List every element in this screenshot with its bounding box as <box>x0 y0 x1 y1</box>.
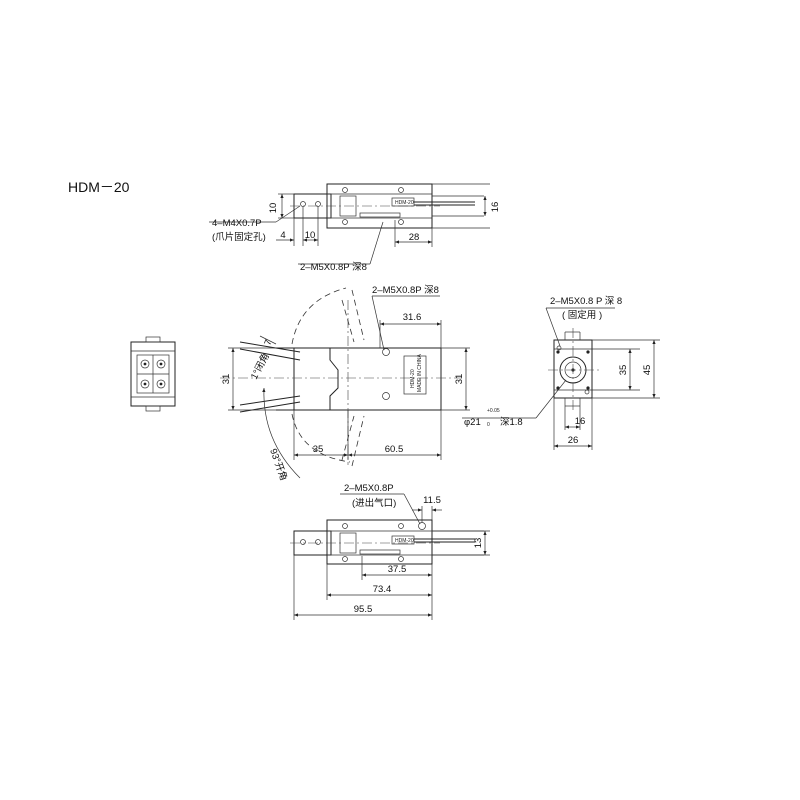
dim-bottom-11-5: 11.5 <box>423 495 441 506</box>
dim-bottom-73-4: 73.4 <box>373 584 392 595</box>
dim-side-16: 16 <box>575 416 586 427</box>
main-closing-angle: 1°闭角 <box>248 351 272 381</box>
side-bore-dia: φ21 <box>464 417 481 428</box>
dim-main-7: 7 <box>262 338 274 347</box>
dim-side-26: 26 <box>568 435 579 446</box>
dim-main-31-right: 31 <box>454 374 465 385</box>
dim-top-10-vertical: 10 <box>268 203 279 214</box>
dim-top-10-horizontal: 10 <box>305 230 316 241</box>
side-port-note: ( 固定用 ) <box>562 309 602 321</box>
bottom-view: HDM-20 2–M5X0.8P (进出气口) 11.5 13 37.5 73.… <box>290 483 490 620</box>
dim-main-31-6: 31.6 <box>403 312 422 323</box>
dim-top-16: 16 <box>490 202 501 213</box>
bottom-port-note: (进出气口) <box>352 497 396 509</box>
top-view: HDM-20 10 4 10 4–M4X0.7P (爪片固定孔) 28 1 <box>209 183 501 273</box>
main-label-plate-2: MADE IN CHINA <box>417 354 423 392</box>
dim-side-35: 35 <box>618 365 629 376</box>
label-plate-top: HDM-20 <box>395 200 414 206</box>
end-view-left <box>130 336 176 412</box>
model-title: HDM－20 <box>68 179 130 195</box>
side-port-label: 2–M5X0.8 P 深 8 <box>550 296 622 307</box>
side-bore-tol-upper: +0.05 <box>487 408 500 414</box>
side-view: 2–M5X0.8 P 深 8 ( 固定用 ) φ21 +0.05 0 深1.8 … <box>462 296 660 450</box>
dim-main-60-5: 60.5 <box>385 444 404 455</box>
main-label-plate-1: HDM-20 <box>410 369 416 388</box>
main-port-label: 2–M5X0.8P 深8 <box>372 285 439 296</box>
side-bore-depth: 深1.8 <box>500 417 523 428</box>
dim-top-4: 4 <box>280 230 285 241</box>
main-opening-angle: 93°开角 <box>267 447 290 482</box>
dim-bottom-37-5: 37.5 <box>388 564 407 575</box>
dim-side-45: 45 <box>642 365 653 376</box>
dim-bottom-13: 13 <box>473 538 484 549</box>
dim-main-35: 35 <box>313 444 324 455</box>
dim-top-28: 28 <box>409 232 420 243</box>
side-bore-tol-lower: 0 <box>487 422 490 428</box>
main-view: HDM-20 MADE IN CHINA 93°开角 1°闭角 7 31 31 … <box>220 285 470 482</box>
top-tapped-hole-label: 4–M4X0.7P <box>212 218 262 229</box>
dim-main-31-left: 31 <box>221 374 232 385</box>
bottom-port-label: 2–M5X0.8P <box>344 483 394 494</box>
top-port-label: 2–M5X0.8P 深8 <box>300 262 367 273</box>
label-plate-bottom: HDM-20 <box>395 538 414 544</box>
dim-bottom-95-5: 95.5 <box>354 604 373 615</box>
top-tapped-hole-note: (爪片固定孔) <box>212 231 266 243</box>
